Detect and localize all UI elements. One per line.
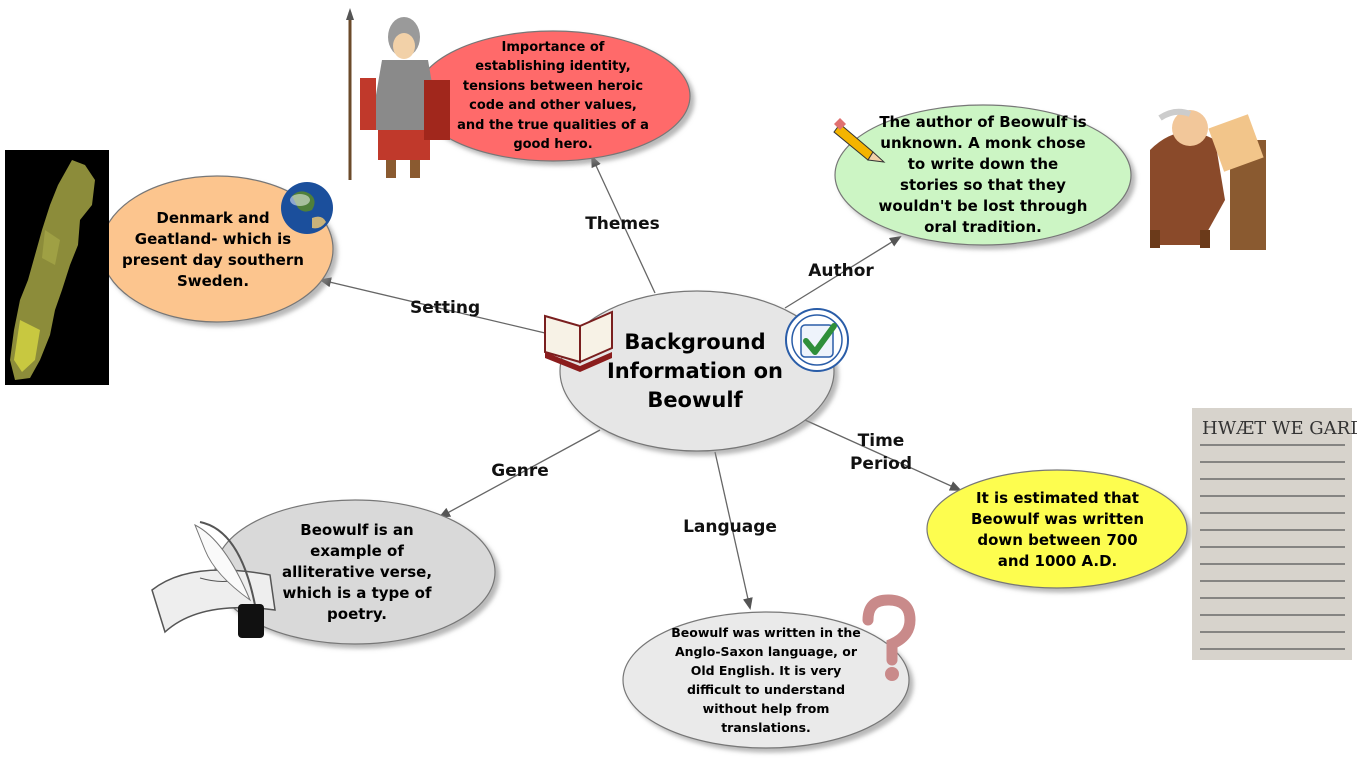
link-label-language: Language [683, 517, 777, 537]
time-period-node-shape [926, 469, 1188, 589]
pencil-icon [833, 118, 886, 163]
author-node[interactable]: The author of Beowulf is unknown. A monk… [878, 113, 1088, 236]
themes-node[interactable]: Importance of establishing identity, ten… [455, 40, 651, 153]
language-node[interactable]: Beowulf was written in the Anglo-Saxon l… [666, 625, 866, 735]
connector-themes [591, 155, 656, 294]
center-node[interactable]: Background Information on Beowulf [600, 322, 790, 420]
language-node-shape [622, 611, 910, 749]
connector-language [714, 451, 753, 610]
link-label-setting: Setting [410, 298, 481, 318]
setting-node-text: Denmark and Geatland- which is present d… [122, 209, 304, 290]
link-label-themes: Themes [585, 214, 660, 234]
manuscript-image [1192, 408, 1352, 660]
checkmark-seal-icon [785, 308, 849, 372]
genre-node-text: Beowulf is an example of alliterative ve… [281, 521, 433, 623]
manuscript-heading: HWÆT WE GARDE [1202, 418, 1357, 439]
link-label-period: Period [849, 454, 913, 474]
link-label-author: Author [808, 261, 874, 281]
themes-node-text: Importance of establishing identity, ten… [457, 39, 649, 153]
question-mark-icon [862, 594, 916, 681]
connector-author [784, 235, 902, 309]
link-label-time: Time [857, 431, 905, 451]
connector-genre [438, 429, 601, 518]
open-book-icon [544, 310, 613, 372]
center-node-text: Background Information on Beowulf [606, 329, 784, 412]
globe-icon [281, 182, 333, 234]
roman-soldier-icon [346, 8, 450, 180]
monk-scribe-icon [1150, 108, 1266, 250]
link-label-genre: Genre [491, 461, 549, 481]
connector-setting [319, 277, 546, 334]
author-node-shape [834, 104, 1132, 246]
author-node-text: The author of Beowulf is unknown. A monk… [878, 113, 1088, 236]
quill-scroll-icon [151, 521, 276, 638]
center-node-shape [559, 290, 835, 452]
time-period-node-text: It is estimated that Beowulf was written… [970, 489, 1145, 570]
connector-time-period [804, 419, 962, 491]
genre-node[interactable]: Beowulf is an example of alliterative ve… [262, 521, 452, 623]
sweden-map-image [5, 150, 109, 385]
time-period-node[interactable]: It is estimated that Beowulf was written… [970, 485, 1145, 575]
language-node-text: Beowulf was written in the Anglo-Saxon l… [671, 625, 861, 735]
setting-node[interactable]: Denmark and Geatland- which is present d… [120, 205, 306, 295]
